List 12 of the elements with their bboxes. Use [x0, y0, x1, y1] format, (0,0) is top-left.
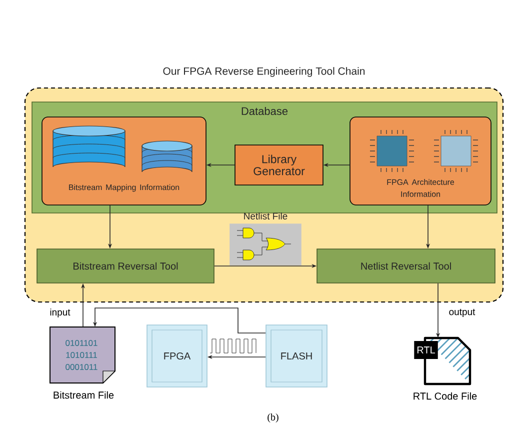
node-label: Our FPGA Reverse Engineering Tool Chain: [163, 67, 365, 77]
caption-text: Bitstream File: [54, 391, 114, 399]
caption-text: RTL Code File: [414, 392, 477, 400]
chip-box: FLASH: [266, 324, 328, 388]
process-box: Netlist Reversal Tool: [316, 248, 496, 284]
chip-box: FPGA: [146, 324, 208, 388]
node-label: Netlist File: [244, 212, 288, 220]
caption: (b): [268, 413, 278, 423]
edge-label: input: [50, 308, 70, 318]
library-generator-box: Library Generator: [234, 144, 324, 186]
process-box: Bitstream Reversal Tool: [36, 248, 214, 284]
edge-label: output: [449, 308, 476, 318]
